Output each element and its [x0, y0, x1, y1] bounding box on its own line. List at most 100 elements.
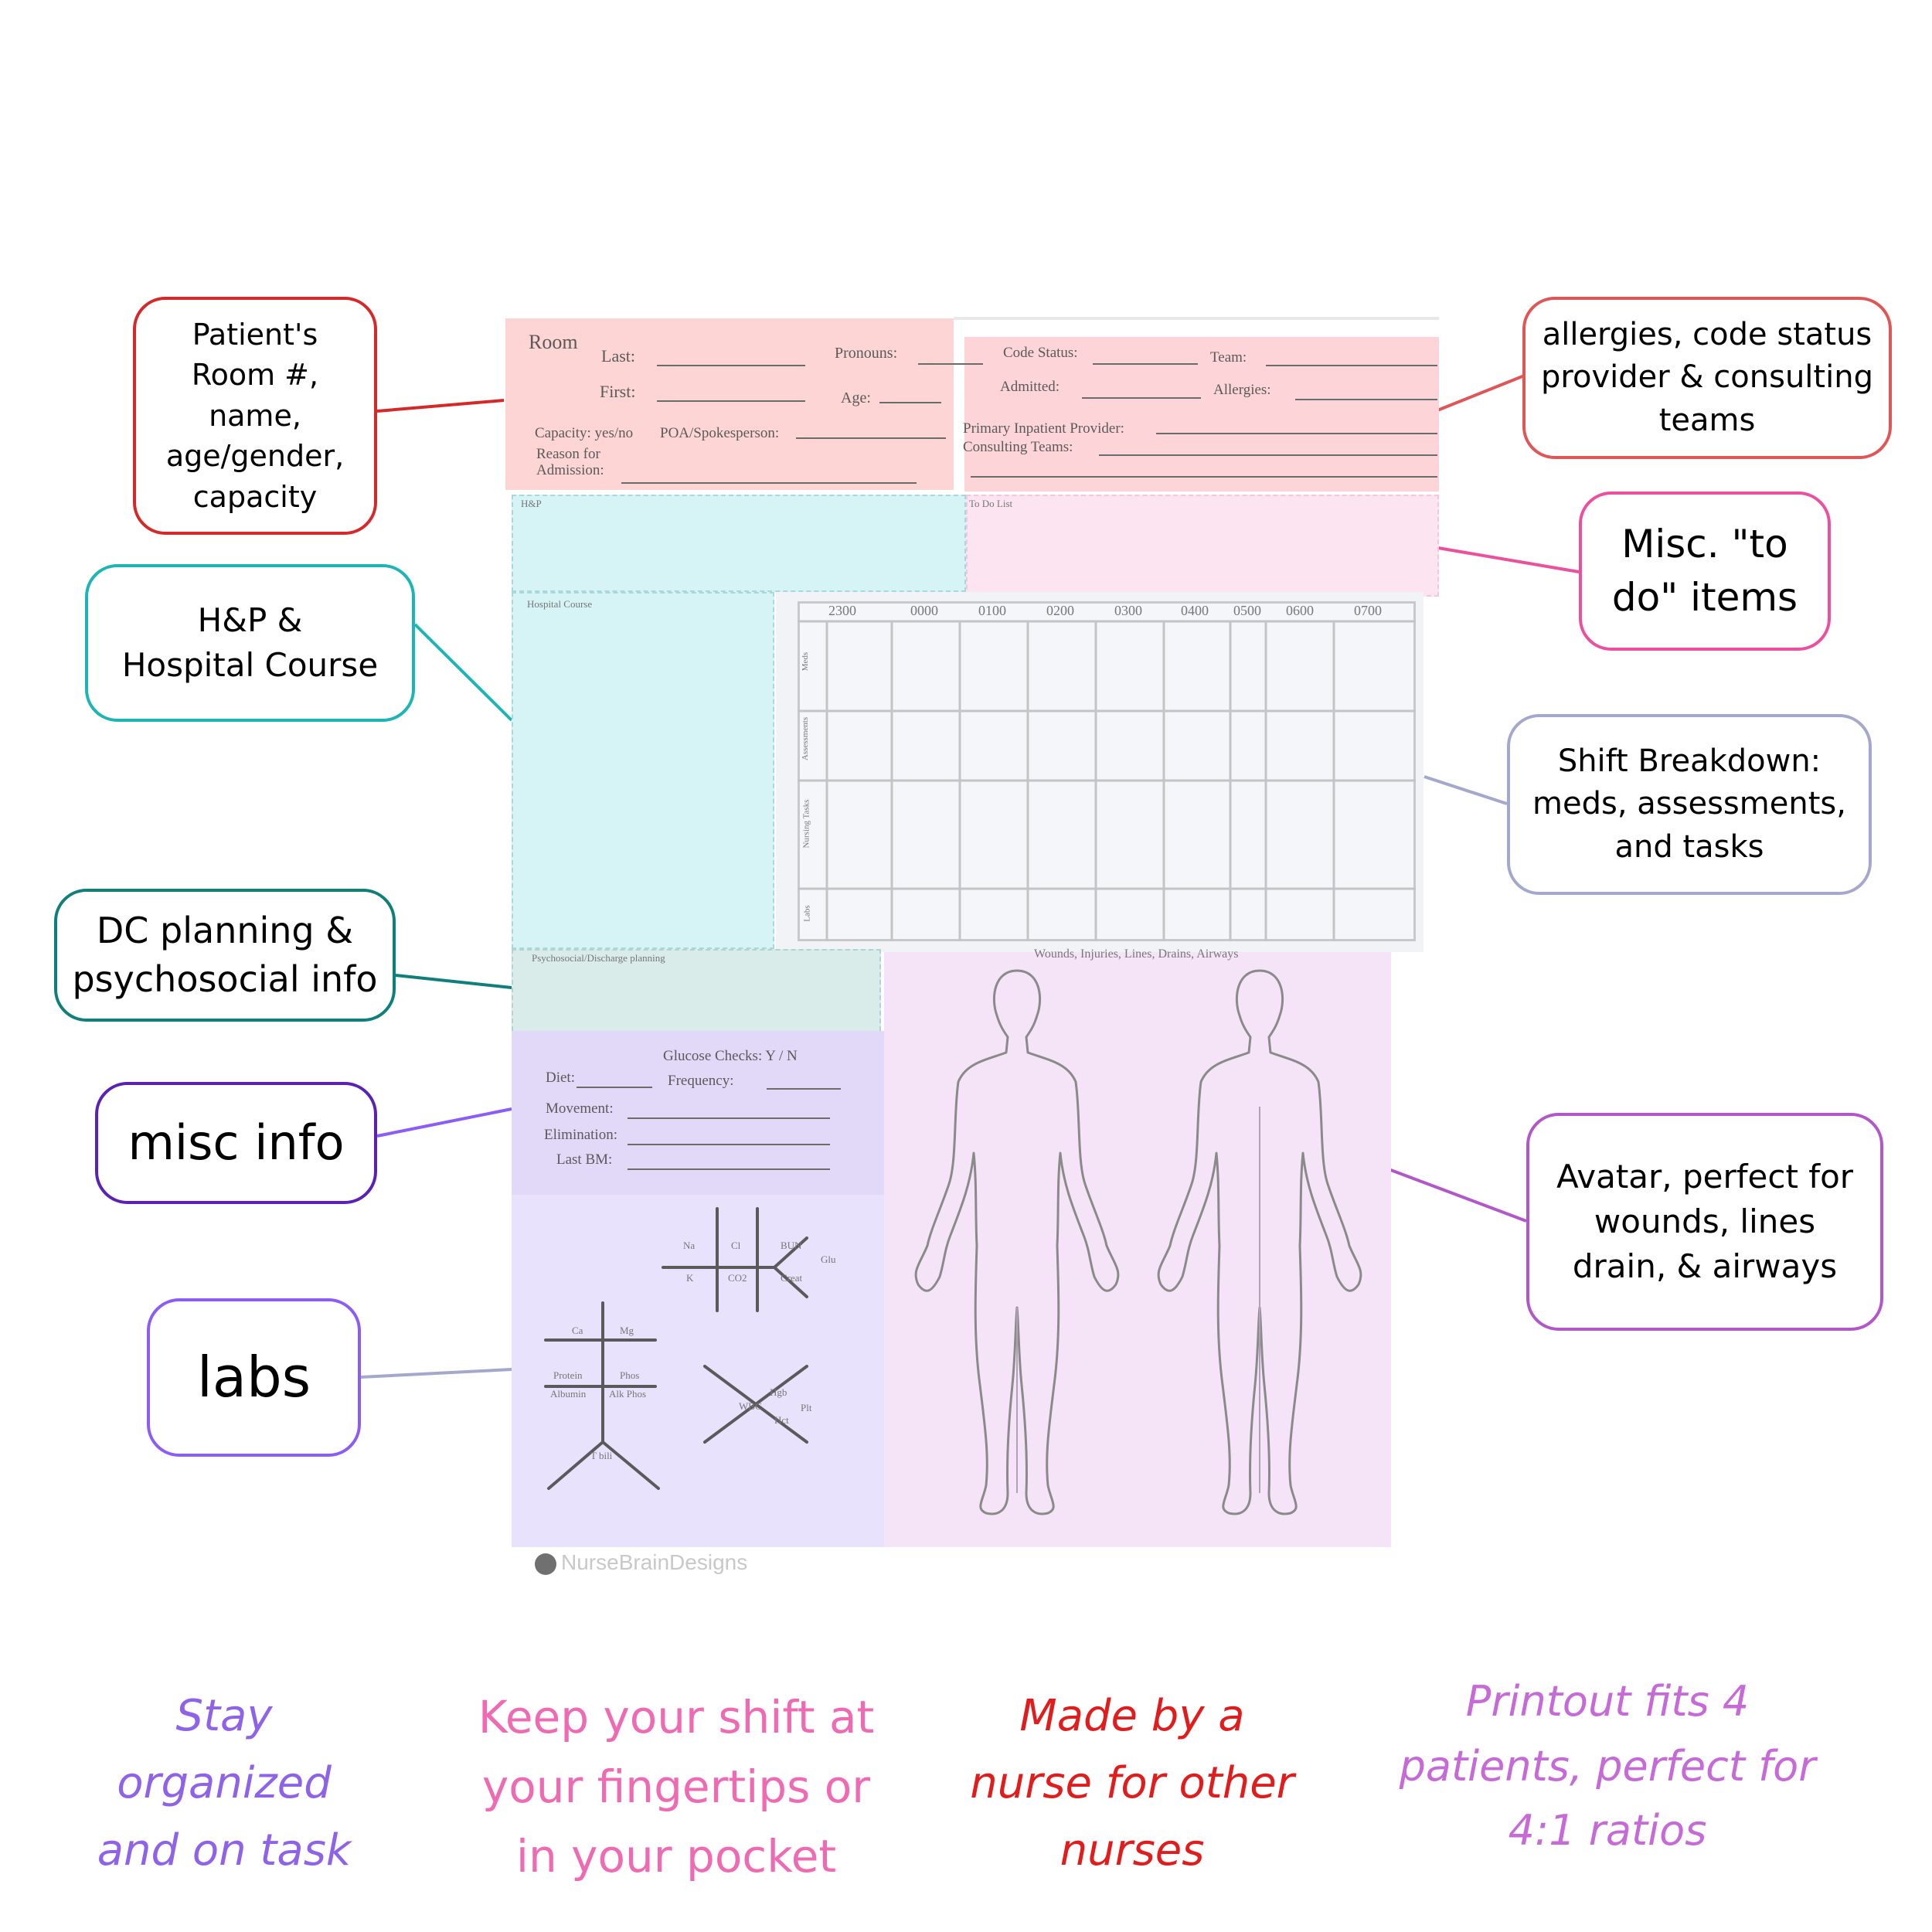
label-frequency: Frequency: — [668, 1073, 734, 1089]
lab-alk-phos: Alk Phos — [609, 1388, 647, 1400]
label-row-tasks: Nursing Tasks — [801, 799, 811, 849]
lab-glu: Glu — [821, 1253, 836, 1265]
label-hp: H&P — [521, 498, 542, 509]
lab-hgb: Hgb — [770, 1386, 787, 1398]
callout-misc-info: misc info — [95, 1082, 377, 1204]
line-admitted — [1082, 397, 1201, 399]
line-frequency — [767, 1088, 841, 1090]
label-admitted: Admitted: — [1000, 379, 1060, 395]
connector-allergies — [1433, 373, 1527, 413]
connector-misc-info — [376, 1107, 512, 1138]
label-time-0300: 0300 — [1114, 603, 1142, 618]
line-reason — [621, 482, 917, 484]
label-first: First: — [600, 382, 636, 401]
line-team — [1266, 365, 1437, 366]
lab-phos: Phos — [620, 1369, 640, 1381]
connector-shift — [1423, 775, 1508, 805]
callout-patient-info: Patient's Room #, name, age/gender, capa… — [133, 297, 377, 535]
sheet-top-border — [954, 317, 1439, 320]
label-time-0000: 0000 — [910, 603, 938, 618]
lab-protein: Protein — [553, 1369, 583, 1381]
lab-co2: CO2 — [728, 1272, 747, 1284]
tagline-printout: Printout fits 4 patients, perfect for 4:… — [1399, 1677, 1816, 1855]
lab-wbc: WBC — [739, 1400, 762, 1412]
label-psychosocial: Psychosocial/Discharge planning — [532, 952, 665, 964]
tagline-made-by: Made by a nurse for other nurses — [970, 1691, 1294, 1876]
connector-hp-course — [413, 623, 513, 722]
label-movement: Movement: — [546, 1100, 614, 1117]
lab-mg: Mg — [620, 1325, 634, 1336]
label-age: Age: — [841, 389, 871, 406]
line-diet — [577, 1087, 652, 1088]
line-elimination — [628, 1144, 830, 1145]
connector-dc-planning — [395, 974, 512, 989]
zone-hp — [512, 495, 966, 592]
body-outlines — [914, 969, 1362, 1515]
label-poa: POA/Spokesperson: — [660, 425, 780, 441]
callout-shift-breakdown: Shift Breakdown: meds, assessments, and … — [1507, 714, 1872, 895]
label-primary-provider: Primary Inpatient Provider: — [963, 420, 1124, 437]
lab-bun: BUN — [781, 1240, 802, 1251]
line-consulting-2 — [971, 476, 1437, 478]
connector-avatar — [1388, 1168, 1527, 1223]
lab-ca: Ca — [572, 1325, 583, 1336]
lab-na: Na — [683, 1240, 696, 1251]
label-glucose: Glucose Checks: Y / N — [663, 1048, 798, 1064]
label-time-0400: 0400 — [1181, 603, 1209, 618]
connector-todo — [1433, 546, 1580, 573]
label-team: Team: — [1210, 349, 1247, 366]
lab-tbili: T bili — [590, 1450, 613, 1461]
callout-dc-planning: DC planning & psychosocial info — [54, 889, 396, 1022]
zone-avatar — [884, 952, 1391, 1547]
tagline-organized: Stay organized and on task — [97, 1691, 352, 1876]
label-time-0600: 0600 — [1286, 603, 1314, 618]
labs-diagrams — [544, 1207, 808, 1490]
lab-hct: Hct — [774, 1414, 789, 1426]
line-code-status — [1093, 363, 1198, 365]
zone-patient-header — [505, 318, 954, 490]
label-row-labs: Labs — [802, 905, 812, 922]
shift-grid-lines — [798, 620, 1416, 941]
zone-provider-header — [964, 337, 1439, 492]
lab-plt: Plt — [801, 1402, 812, 1413]
brand-logo-icon — [535, 1553, 556, 1575]
label-time-0200: 0200 — [1046, 603, 1074, 618]
line-primary-provider — [1156, 433, 1437, 434]
label-elimination: Elimination: — [544, 1127, 617, 1143]
label-row-assessments: Assessments — [801, 716, 811, 761]
line-pronouns — [918, 363, 983, 365]
callout-allergies: allergies, code status provider & consul… — [1522, 297, 1892, 459]
line-first — [657, 400, 805, 402]
line-poa — [796, 437, 946, 439]
line-last — [657, 365, 805, 366]
callout-todo: Misc. "to do" items — [1579, 492, 1831, 651]
line-movement — [628, 1117, 830, 1119]
label-allergies: Allergies: — [1213, 382, 1271, 398]
label-consulting: Consulting Teams: — [963, 439, 1073, 455]
callout-avatar: Avatar, perfect for wounds, lines drain,… — [1526, 1113, 1883, 1331]
zone-psychosocial — [512, 949, 881, 1039]
lab-k: K — [686, 1272, 694, 1284]
zone-hospital-course — [512, 592, 774, 949]
zone-labs — [512, 1195, 884, 1547]
line-consulting — [1099, 454, 1437, 456]
label-time-2300: 2300 — [828, 603, 856, 618]
label-last: Last: — [601, 346, 635, 366]
label-avatar: Wounds, Injuries, Lines, Drains, Airways — [1034, 947, 1239, 961]
lab-albumin: Albumin — [550, 1388, 587, 1400]
brand-name: NurseBrainDesigns — [561, 1550, 748, 1574]
connector-labs — [360, 1368, 512, 1379]
label-pronouns: Pronouns: — [835, 345, 898, 362]
label-hospital-course: Hospital Course — [527, 598, 593, 610]
label-code-status: Code Status: — [1003, 345, 1078, 361]
label-time-0700: 0700 — [1354, 603, 1382, 618]
label-room: Room — [529, 331, 578, 353]
label-row-meds: Meds — [801, 651, 811, 672]
lab-creat: Creat — [781, 1272, 803, 1284]
label-time-0500: 0500 — [1233, 603, 1261, 618]
label-capacity: Capacity: yes/no — [535, 425, 634, 441]
connector-patient-info — [376, 399, 505, 413]
line-allergies — [1295, 399, 1437, 400]
label-todo: To Do List — [969, 498, 1013, 509]
